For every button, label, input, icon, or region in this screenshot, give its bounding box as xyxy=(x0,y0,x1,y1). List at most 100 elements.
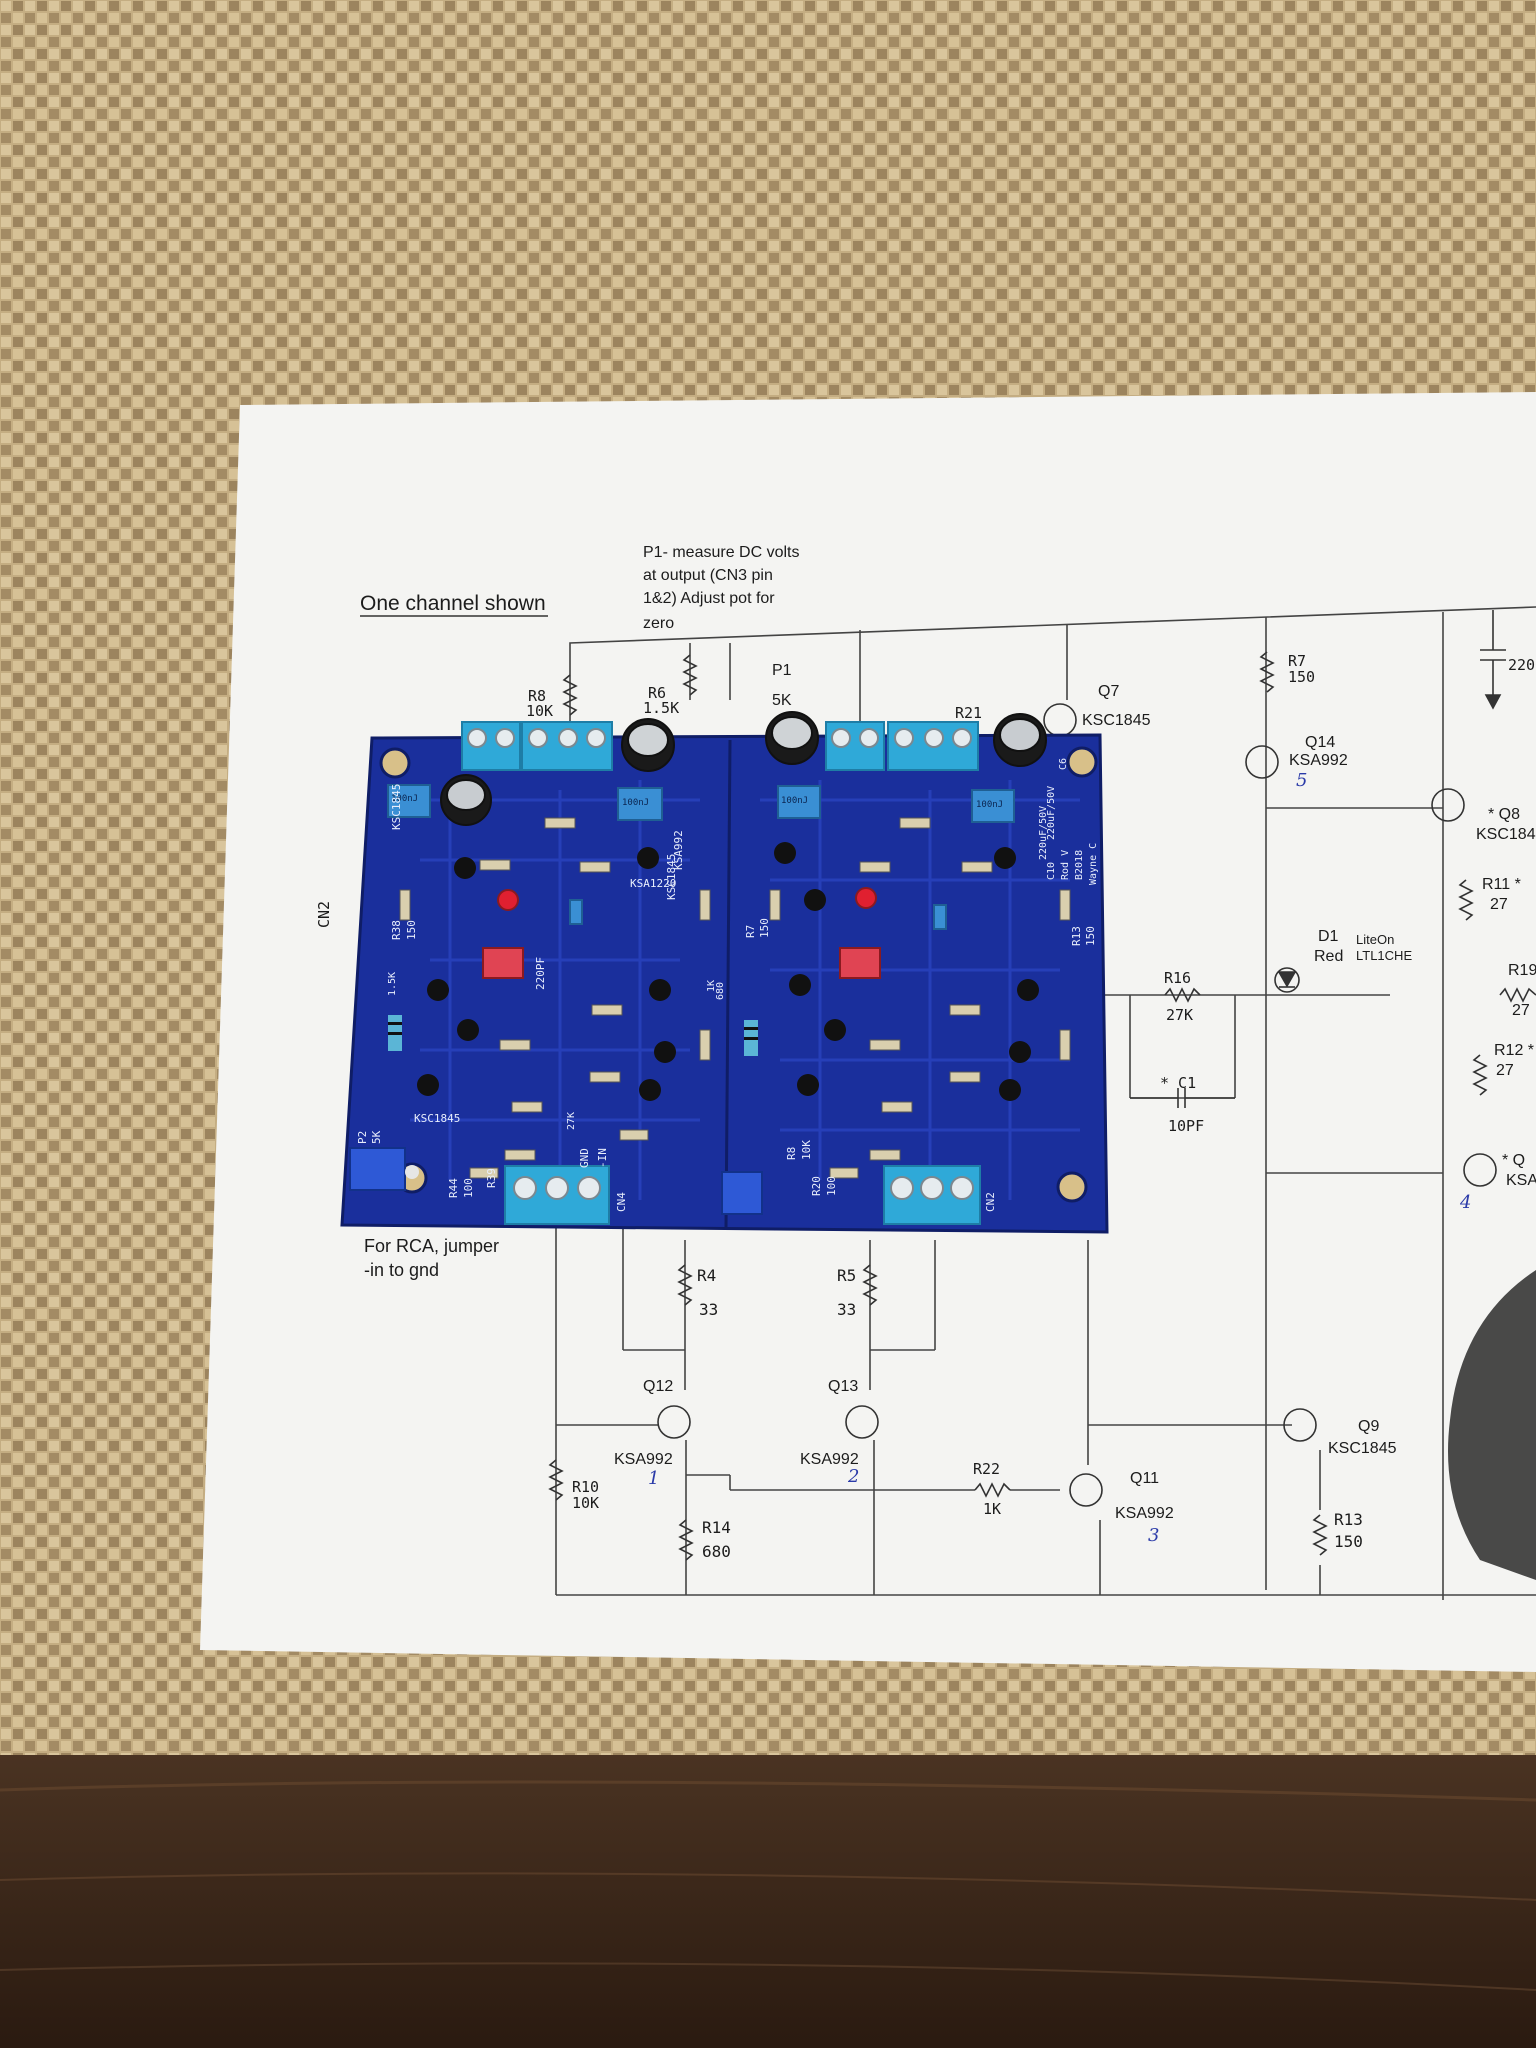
label-r19: R19 xyxy=(1508,962,1536,979)
handwritten-5: 5 xyxy=(1296,770,1308,791)
label-q-right-part: KSA xyxy=(1506,1172,1536,1189)
label-q14-part: KSA992 xyxy=(1289,752,1348,769)
pcb-silk: Wayne C xyxy=(1088,842,1099,885)
label-q7: Q7 xyxy=(1098,683,1120,700)
label-c1-value: 10PF xyxy=(1168,1117,1205,1135)
pcb-silk: R7 xyxy=(744,924,757,938)
wooden-table xyxy=(0,1755,1536,2048)
label-q8-part: KSC184 xyxy=(1476,826,1536,843)
label-d1-partno: LTL1CHE xyxy=(1356,948,1413,963)
label-r10: R10 xyxy=(572,1478,600,1496)
pcb-cap-label: 100nJ xyxy=(391,794,419,804)
pcb-silk: B2018 xyxy=(1074,849,1085,880)
pcb-silk: 220PF xyxy=(534,956,547,990)
pcb-silk: Rod V xyxy=(1060,849,1071,880)
label-r8: R8 xyxy=(528,687,547,705)
pcb-silk: KSC1845 xyxy=(390,783,403,830)
pcb-silk: C6 xyxy=(1058,757,1069,770)
label-q14: Q14 xyxy=(1305,734,1336,751)
label-r22: R22 xyxy=(973,1460,1001,1478)
trim-pots xyxy=(349,1147,763,1215)
label-p1-value: 5K xyxy=(772,692,792,709)
label-r11-value: 27 xyxy=(1490,896,1508,913)
label-q12: Q12 xyxy=(643,1378,674,1395)
label-q13-part: KSA992 xyxy=(800,1451,859,1468)
label-r16-value: 27K xyxy=(1166,1006,1194,1024)
label-q11: Q11 xyxy=(1130,1470,1160,1487)
pcb-silk: R44 xyxy=(447,1178,460,1198)
pcb-resistors xyxy=(399,817,1071,1179)
pcb-silk: 100 xyxy=(462,1178,475,1198)
label-r4-value: 33 xyxy=(699,1300,719,1319)
label-q7-part: KSC1845 xyxy=(1082,712,1151,729)
label-r22-value: 1K xyxy=(983,1500,1002,1518)
label-d1-maker: LiteOn xyxy=(1356,932,1395,947)
label-r14-value: 680 xyxy=(702,1542,731,1561)
label-r5: R5 xyxy=(837,1266,857,1285)
handwritten-3: 3 xyxy=(1148,1525,1160,1546)
rca-note-line-2: -in to gnd xyxy=(364,1260,440,1280)
pcb-silk: R8 xyxy=(785,1146,798,1160)
pcb-silk: GND xyxy=(578,1148,591,1168)
label-r12: R12 * xyxy=(1494,1042,1535,1059)
red-parts xyxy=(482,887,881,979)
pcb-silk: 5K xyxy=(370,1130,383,1144)
p1-note-line-4: zero xyxy=(643,615,675,632)
pcb-silk: 150 xyxy=(1084,926,1097,946)
pcb-striped-resistors xyxy=(388,1015,758,1056)
label-r4: R4 xyxy=(697,1266,717,1285)
pcb-silk: 150 xyxy=(405,920,418,940)
pcb-silk: KSA1220 xyxy=(630,877,677,890)
pcb-silk: CN2 xyxy=(984,1192,997,1212)
resistor-symbols xyxy=(548,651,1536,1561)
label-r14: R14 xyxy=(702,1518,731,1537)
pcb-cap-label: 100nJ xyxy=(622,798,650,808)
pcb-cap-label: 100nJ xyxy=(976,800,1004,810)
label-q8: * Q8 xyxy=(1488,806,1521,823)
label-r13: R13 xyxy=(1334,1510,1363,1529)
label-r12-value: 27 xyxy=(1496,1062,1514,1079)
label-r6-value: 1.5K xyxy=(643,699,680,717)
pcb-silk: CN4 xyxy=(615,1192,628,1212)
label-d1: D1 xyxy=(1318,928,1339,945)
label-q9-part: KSC1845 xyxy=(1328,1440,1397,1457)
pcb-silk: 27K xyxy=(566,1111,577,1130)
pcb-silk: P2 xyxy=(356,1130,369,1144)
handwritten-1: 1 xyxy=(648,1468,660,1489)
label-cn2: CN2 xyxy=(315,900,333,928)
film-capacitors xyxy=(387,784,1015,930)
sheet-title: One channel shown xyxy=(360,592,546,615)
label-c1: * C1 xyxy=(1160,1074,1197,1092)
label-r7: R7 xyxy=(1288,652,1307,670)
handwritten-2: 2 xyxy=(848,1466,860,1487)
hand-shadow xyxy=(1448,1270,1536,1580)
pcb-silk: 100 xyxy=(825,1176,838,1196)
label-r11: R11 * xyxy=(1482,876,1521,893)
label-q9: Q9 xyxy=(1358,1418,1380,1435)
schematic-wires xyxy=(555,606,1536,1600)
capacitor-220-symbol xyxy=(1480,610,1506,710)
label-d1-color: Red xyxy=(1314,948,1344,965)
rca-note-line-1: For RCA, jumper xyxy=(364,1236,500,1256)
pcb-silk: 10K xyxy=(800,1140,813,1160)
label-r10-value: 10K xyxy=(572,1494,600,1512)
pcb-silk: 220uF/50V xyxy=(1046,785,1057,840)
pcb-silk: 1K xyxy=(706,979,717,992)
pcb-silk: R39 xyxy=(485,1168,498,1188)
pcb-cap-label: 100nJ xyxy=(781,796,809,806)
pcb-silk: -IN xyxy=(596,1148,609,1168)
pcb-silk: 150 xyxy=(758,918,771,938)
label-r6: R6 xyxy=(648,684,667,702)
pcb-silk: KSA992 xyxy=(672,830,685,870)
label-r21: R21 xyxy=(955,704,983,722)
label-r19-value: 27 xyxy=(1512,1002,1530,1019)
pcb-silk: R13 xyxy=(1070,926,1083,946)
p1-note-line-1: P1- measure DC volts xyxy=(643,544,800,561)
label-p1: P1 xyxy=(772,662,792,679)
p1-note-line-3: 1&2) Adjust pot for xyxy=(643,590,775,607)
pcb-transistors xyxy=(417,842,1039,1101)
pcb-silk: KSC1845 xyxy=(414,1112,461,1125)
label-r13-value: 150 xyxy=(1334,1532,1363,1551)
handwritten-4: 4 xyxy=(1460,1192,1472,1213)
